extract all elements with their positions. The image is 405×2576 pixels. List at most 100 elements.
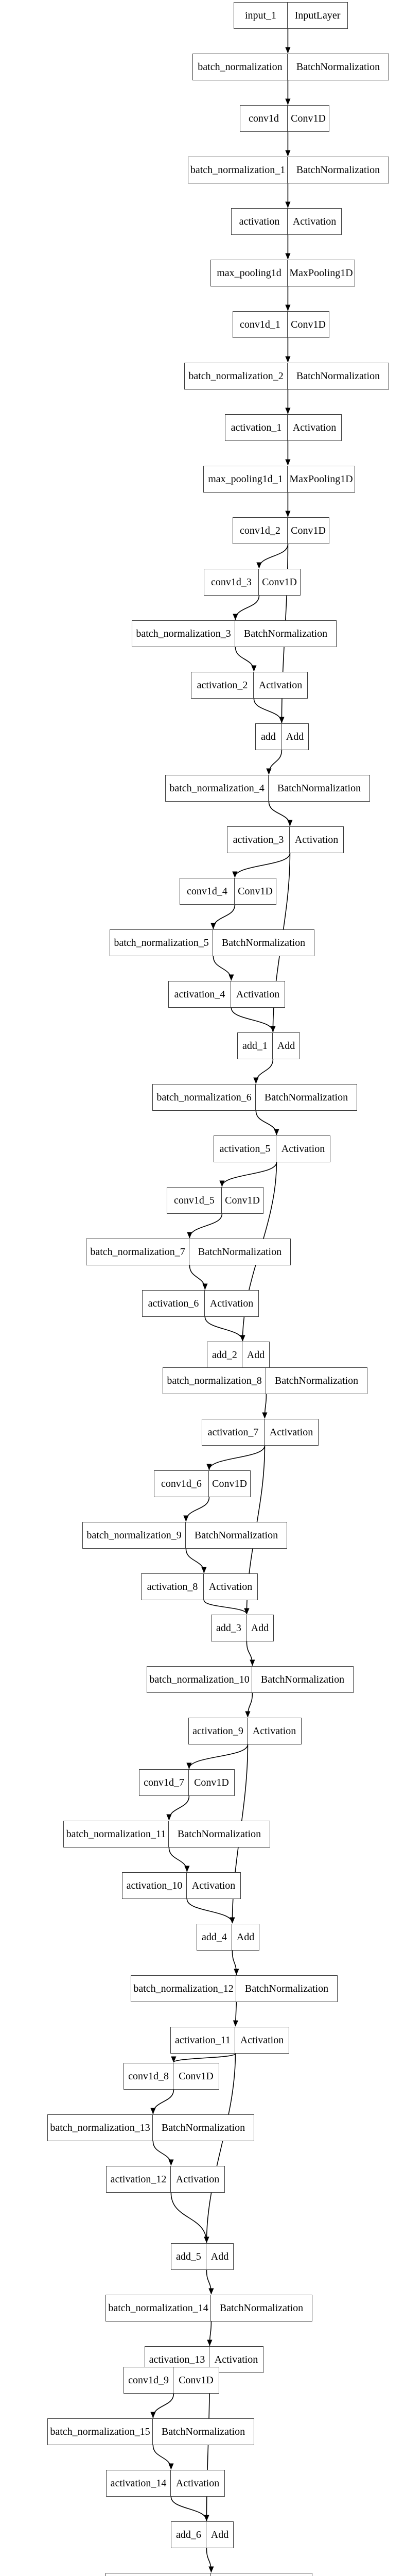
node-layer-name: activation_9 <box>189 1718 248 1744</box>
node-layer-type: Add <box>251 1622 269 1634</box>
node-layer-name: batch_normalization_5 <box>110 930 213 956</box>
node-layer-name: conv1d_1 <box>233 312 288 337</box>
edge-batch_normalization_14-to-activation_13 <box>207 2321 213 2346</box>
node-layer-name: batch_normalization_13 <box>48 2115 153 2141</box>
node-layer-type: Add <box>236 1931 255 1943</box>
edge-batch_normalization_13-to-activation_12 <box>152 2141 174 2166</box>
edge-activation_14-to-add_6 <box>170 2496 209 2521</box>
node-layer-type: Activation <box>175 2478 220 2489</box>
node-layer-type: Activation <box>240 2035 284 2046</box>
edge-batch_normalization_5-to-activation_4 <box>213 956 234 981</box>
edge-conv1d_5-to-batch_normalization_7 <box>187 1213 223 1239</box>
node-layer-name: batch_normalization_8 <box>163 1368 266 1394</box>
edge-batch_normalization_8-to-activation_7 <box>262 1394 268 1419</box>
node-layer-name: activation <box>232 209 288 234</box>
node-layer-type: Activation <box>281 1143 325 1155</box>
edge-batch_normalization_7-to-activation_6 <box>189 1265 208 1290</box>
edge-add_3-to-batch_normalization_10 <box>246 1641 255 1666</box>
node-layer-name: conv1d_5 <box>167 1188 222 1213</box>
graph-node-conv1d_8[interactable]: conv1d_8 Conv1D <box>124 2063 219 2090</box>
node-layer-type: MaxPooling1D <box>289 267 353 279</box>
edge-activation_9-to-conv1d_7 <box>186 1744 249 1769</box>
edge-batch_normalization_11-to-activation_10 <box>168 1847 190 1872</box>
edge-activation_5-to-conv1d_5 <box>219 1162 277 1187</box>
node-layer-name: conv1d_8 <box>124 2063 173 2089</box>
node-layer-type: Activation <box>292 216 337 227</box>
node-layer-name: conv1d_3 <box>204 569 259 595</box>
node-layer-type: Activation <box>209 1298 254 1309</box>
edge-activation_6-to-add_2 <box>204 1316 245 1342</box>
edge-conv1d_7-to-batch_normalization_11 <box>166 1795 190 1821</box>
graph-node-activation_9[interactable]: activation_9 Activation <box>188 1718 302 1744</box>
node-layer-name: add_1 <box>238 1033 273 1059</box>
node-layer-type: BatchNormalization <box>211 2573 312 2576</box>
node-layer-name: add_4 <box>197 1924 232 1950</box>
node-layer-type: Conv1D <box>179 2071 214 2082</box>
node-layer-name: activation_7 <box>202 1419 265 1445</box>
node-layer-name: activation_4 <box>169 981 231 1007</box>
edge-activation_11-to-conv1d_8 <box>171 2053 236 2063</box>
node-layer-type: BatchNormalization <box>296 61 380 73</box>
edge-conv1d_9-to-batch_normalization_15 <box>150 2393 174 2418</box>
graph-node-batch_normalization_16[interactable]: batch_normalization_16BatchNormalization <box>105 2573 312 2576</box>
node-layer-type: Add <box>246 1349 265 1361</box>
node-layer-type: Activation <box>258 680 303 691</box>
graph-node-activation[interactable]: activation Activation <box>231 208 342 235</box>
edge-conv1d_3-to-batch_normalization_3 <box>233 595 260 620</box>
node-layer-type: Activation <box>252 1725 296 1737</box>
node-layer-name: batch_normalization_2 <box>185 363 288 389</box>
node-layer-name: batch_normalization_16 <box>106 2573 211 2576</box>
edge-batch_normalization_15-to-activation_14 <box>152 2445 174 2470</box>
node-layer-name: activation_3 <box>227 827 290 853</box>
node-layer-type: MaxPooling1D <box>289 473 353 485</box>
graph-node-add_4[interactable]: add_4 Add <box>197 1924 259 1951</box>
node-layer-name: input_1 <box>234 3 288 28</box>
